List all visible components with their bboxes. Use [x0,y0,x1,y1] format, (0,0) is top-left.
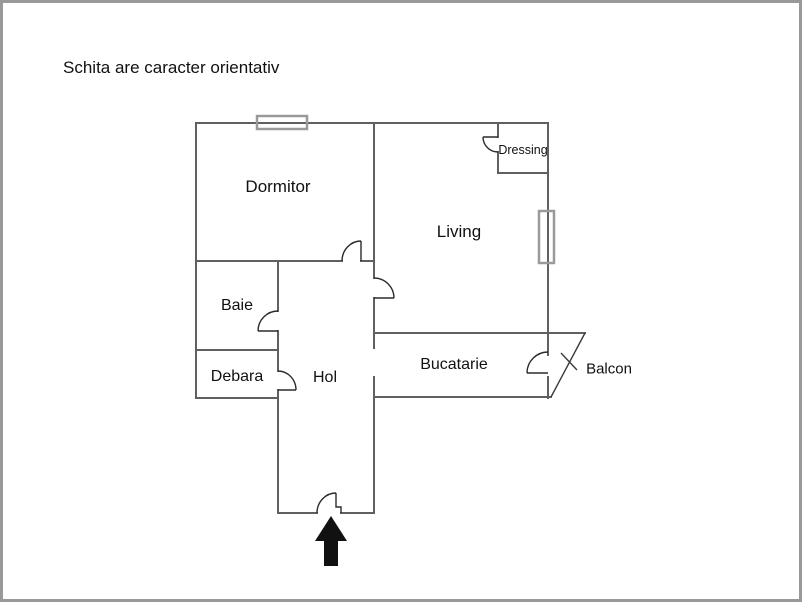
room-label-dressing: Dressing [498,143,548,157]
window-dormitor-icon [255,114,309,131]
door-debara [277,370,297,391]
room-label-baie: Baie [220,297,254,314]
windows [255,114,556,265]
door-baie [257,310,279,332]
window-living-icon [537,209,556,265]
balcony-outline [550,332,586,398]
room-label-bucatarie: Bucatarie [420,356,488,373]
door-dressing [482,136,499,153]
room-label-living: Living [436,222,482,241]
room-label-dormitor: Dormitor [245,177,311,196]
room-label-hol: Hol [312,369,338,386]
room-label-balcon: Balcon [586,360,632,378]
door-balcon [526,351,549,374]
door-entrance [316,492,342,514]
entrance-arrow-icon [315,516,347,566]
page-title: Schita are caracter orientativ [63,58,280,77]
door-living [373,277,395,299]
balcony-x-mark [560,352,578,371]
room-label-debara: Debara [210,368,264,385]
balcony-diagonal [550,332,586,398]
door-dormitor [341,240,362,262]
doors [257,136,549,514]
walls [195,122,586,514]
